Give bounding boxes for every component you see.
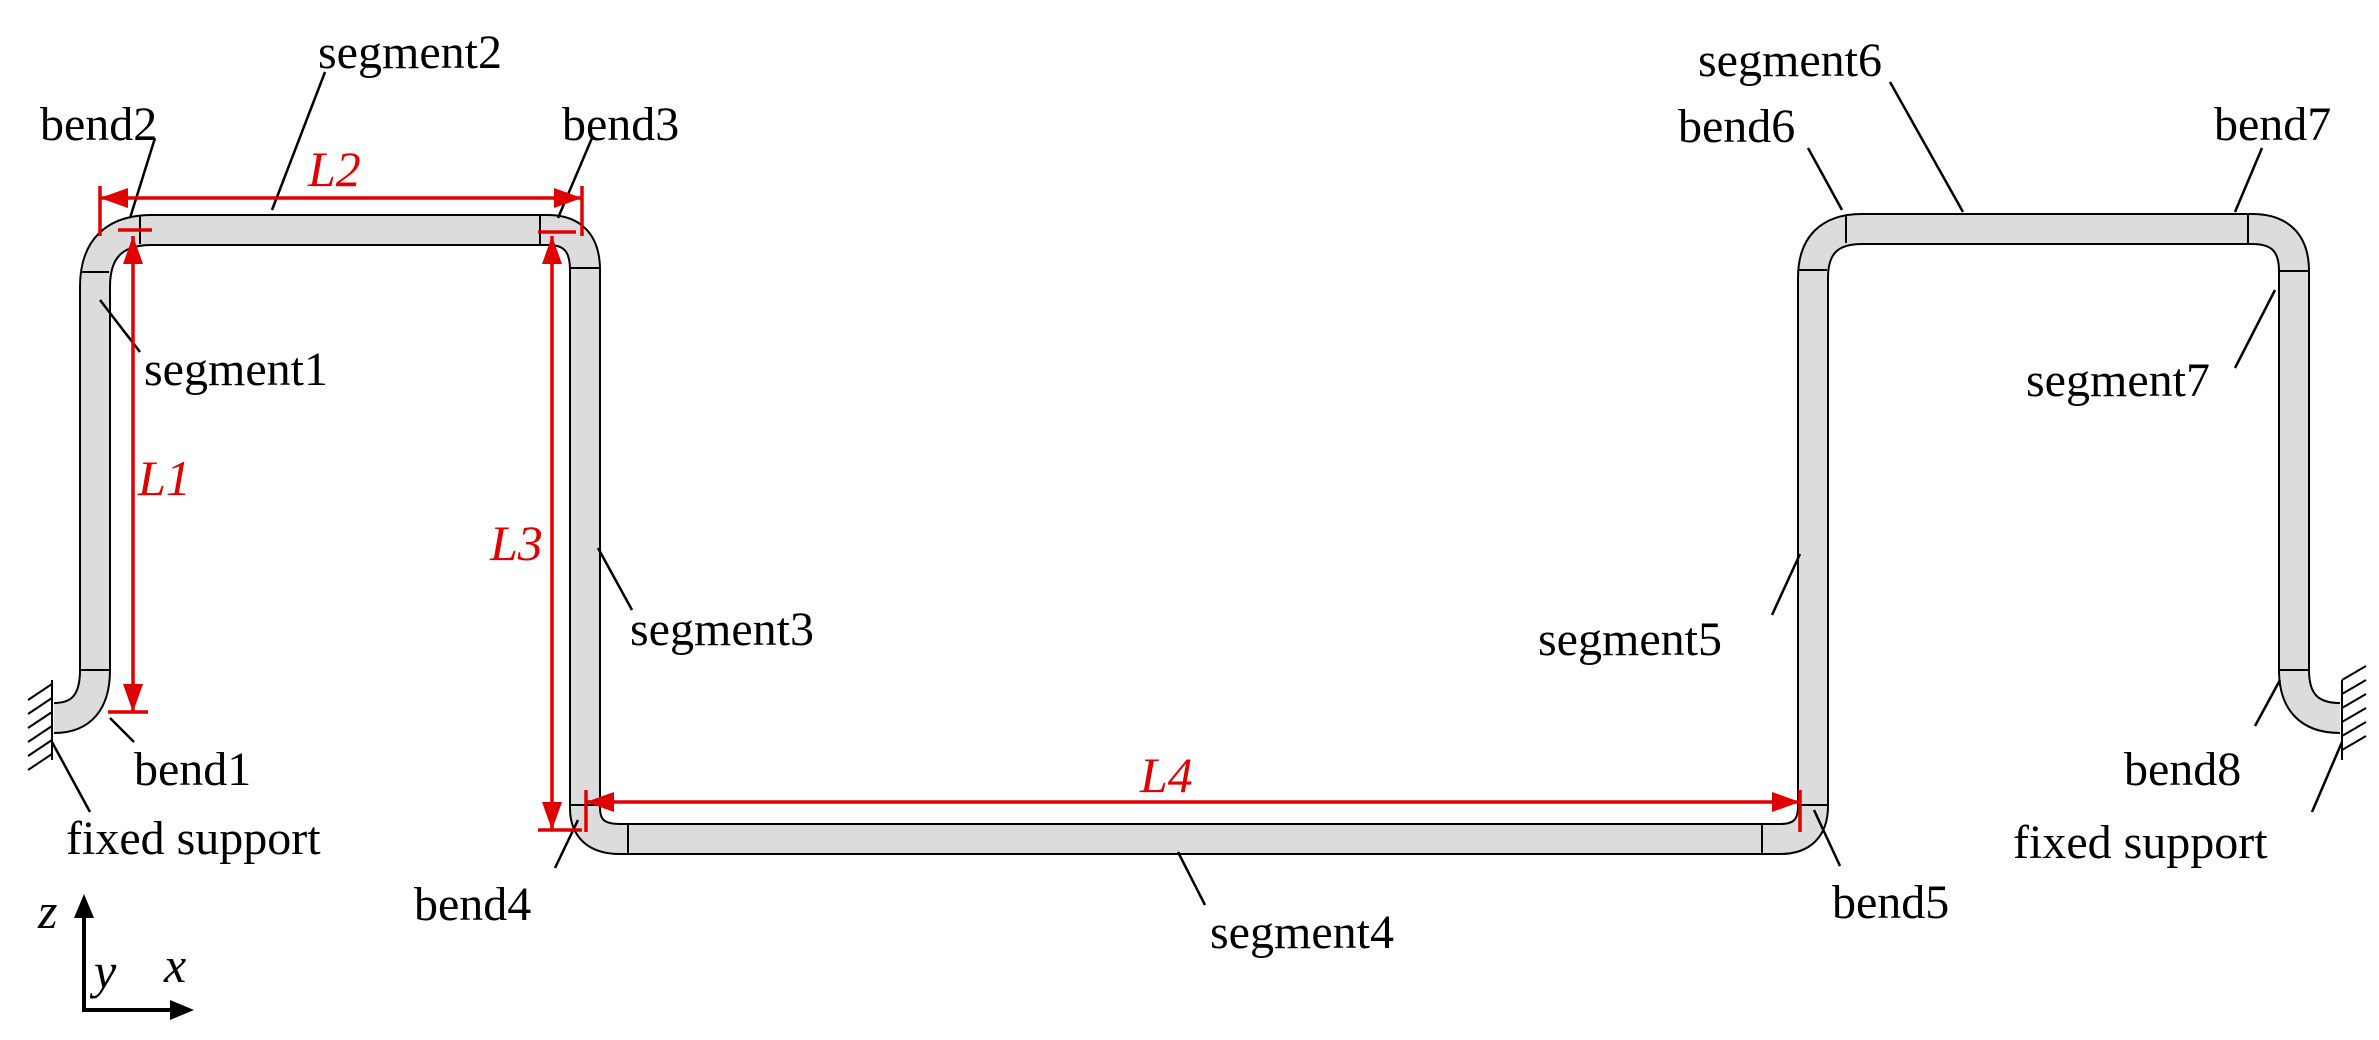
label-segment5: segment5 — [1538, 613, 1722, 666]
label-bend7: bend7 — [2214, 98, 2331, 151]
coordinate-axes — [74, 894, 194, 1020]
label-segment1: segment1 — [144, 343, 328, 396]
label-bend8: bend8 — [2124, 743, 2241, 796]
label-bend6: bend6 — [1678, 100, 1795, 153]
label-segment4: segment4 — [1210, 906, 1394, 959]
label-segment2: segment2 — [318, 26, 502, 79]
dimension-label-L1: L1 — [137, 450, 191, 506]
label-bend4: bend4 — [414, 878, 531, 931]
axis-label-y: y — [89, 943, 117, 999]
dimension-label-L4: L4 — [1139, 747, 1193, 803]
dimension-label-L3: L3 — [489, 515, 543, 571]
label-bend5: bend5 — [1832, 876, 1949, 929]
fixed-support-right-hatch — [2341, 665, 2367, 760]
axis-label-z: z — [37, 883, 57, 939]
label-segment3: segment3 — [630, 603, 814, 656]
fixed-support-left-hatch — [27, 680, 53, 771]
axis-label-x: x — [163, 937, 186, 993]
label-fixed-support-left: fixed support — [66, 812, 321, 865]
label-bend3: bend3 — [562, 98, 679, 151]
label-fixed-support-right: fixed support — [2013, 816, 2268, 869]
pipe-outline — [52, 213, 2341, 855]
label-bend1: bend1 — [134, 743, 251, 796]
bend-boundaries — [81, 215, 2308, 853]
label-bend2: bend2 — [40, 98, 157, 151]
label-segment7: segment7 — [2026, 354, 2210, 407]
leader-lines — [50, 71, 2344, 906]
label-segment6: segment6 — [1698, 34, 1882, 87]
dimension-lines — [98, 186, 1802, 832]
dimension-label-L2: L2 — [307, 141, 361, 197]
pipe-fill — [53, 215, 2341, 853]
